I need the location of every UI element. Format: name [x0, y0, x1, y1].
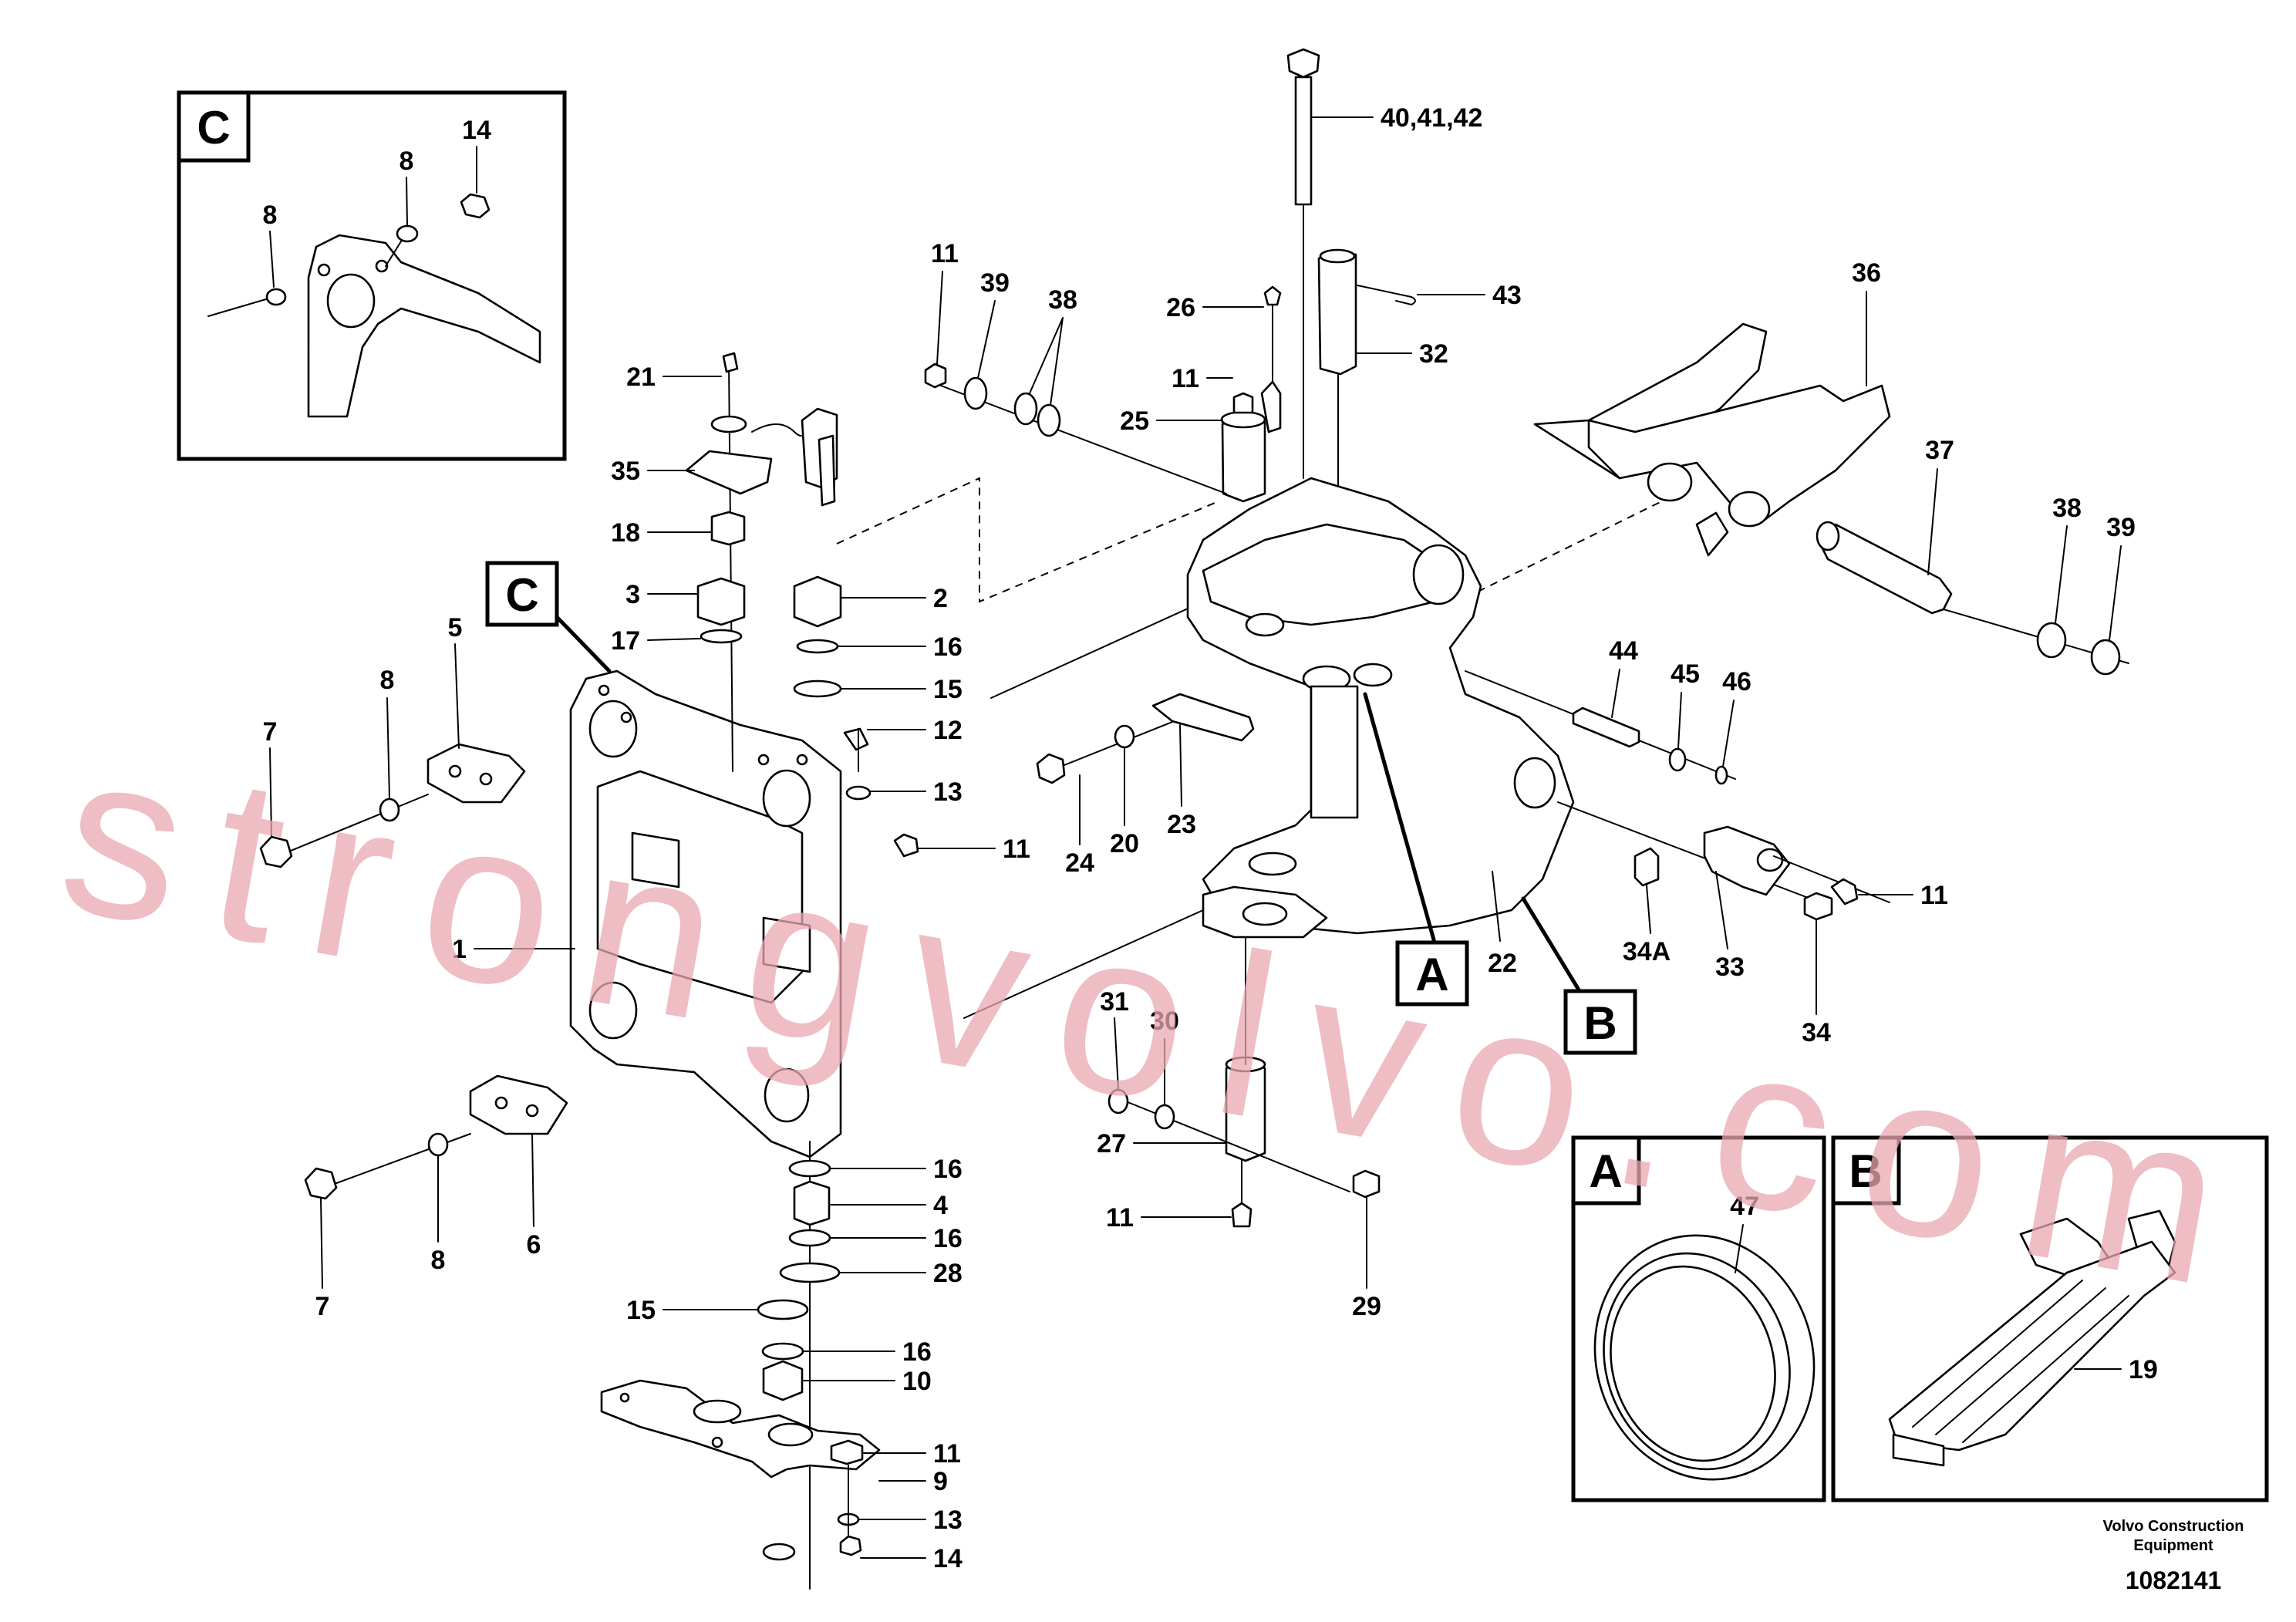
detail-box-b-letter: B: [1849, 1145, 1882, 1197]
callout-45: 45: [1671, 659, 1700, 689]
callout-11-pin-top: 11: [1172, 364, 1199, 393]
callout-32: 32: [1419, 339, 1448, 369]
callout-26: 26: [1166, 293, 1195, 322]
callout-5: 5: [448, 613, 463, 642]
callout-23: 23: [1167, 810, 1196, 839]
detail-box-b: B 19: [1831, 1135, 2269, 1502]
detail-a-pointer-letter: A: [1415, 949, 1448, 1000]
callout-36: 36: [1852, 258, 1881, 288]
callout-10: 10: [902, 1367, 932, 1396]
callout-22: 22: [1488, 949, 1517, 978]
detail-b-pointer-letter: B: [1583, 997, 1617, 1049]
callout-4: 4: [933, 1191, 948, 1220]
callout-13-lower: 13: [933, 1506, 963, 1535]
box-c-bracket-illustration: [207, 193, 541, 418]
callout-1: 1: [452, 935, 467, 964]
callout-34A: 34A: [1623, 937, 1671, 966]
callout-47: 47: [1730, 1192, 1759, 1221]
bushing-part-4: [793, 1180, 831, 1226]
callout-7-left-upper: 7: [263, 717, 278, 747]
callout-17: 17: [611, 626, 640, 656]
callout-44: 44: [1609, 636, 1638, 666]
callout-11-bar: 11: [933, 1439, 961, 1469]
callout-31: 31: [1100, 987, 1129, 1017]
detail-c-pointer-letter: C: [505, 569, 538, 621]
callout-18: 18: [611, 518, 640, 548]
pad-part-5: [426, 743, 526, 804]
axle-bar-part-9: [600, 1379, 881, 1479]
callout-6: 6: [527, 1230, 541, 1259]
diagram-number: 1082141: [2126, 1566, 2222, 1594]
callout-35: 35: [611, 457, 640, 486]
callout-9: 9: [933, 1467, 948, 1496]
callout-34: 34: [1802, 1018, 1831, 1047]
callout-43: 43: [1492, 281, 1522, 310]
detail-box-a: A 47: [1571, 1135, 1826, 1502]
callout-28: 28: [933, 1259, 963, 1288]
maker-name-line2: Equipment: [2133, 1537, 2213, 1554]
diagram-footer: Volvo Construction Equipment 1082141: [2103, 1518, 2244, 1594]
callout-8-left-upper: 8: [380, 666, 395, 695]
main-frame-assembly: 21 35 18 3 17 2 16 15 12 13 11 5 8 7 1 6…: [259, 352, 1030, 1590]
callout-39-right: 39: [2106, 513, 2136, 542]
callout-13-upper: 13: [933, 777, 963, 807]
callout-16-lower-b: 16: [933, 1224, 963, 1253]
callout-14-lower: 14: [933, 1544, 963, 1573]
clamp-part-35: [685, 450, 773, 495]
wear-strip-part-19: [1888, 1209, 2176, 1467]
callout-7-left-lower: 7: [315, 1292, 330, 1321]
bushing-part-2: [793, 575, 842, 628]
callout-46: 46: [1722, 667, 1752, 696]
maker-name-line1: Volvo Construction: [2103, 1518, 2244, 1535]
callout-11-right: 11: [1920, 881, 1948, 910]
callout-37: 37: [1925, 436, 1954, 465]
callout-38-right: 38: [2052, 494, 2082, 523]
callout-15-lower: 15: [626, 1296, 656, 1325]
callout-40-41-42: 40,41,42: [1381, 103, 1482, 133]
pad-part-6: [469, 1074, 568, 1135]
callout-21: 21: [626, 363, 656, 392]
callout-16-lower-a: 16: [933, 1155, 963, 1184]
detail-box-a-letter: A: [1589, 1145, 1622, 1197]
plate-part-23: [1151, 693, 1255, 742]
callout-11-pin-bottom: 11: [1106, 1203, 1134, 1233]
callout-16-upper: 16: [933, 632, 963, 662]
callout-11-washer-chain: 11: [931, 239, 959, 268]
callout-33: 33: [1715, 953, 1745, 982]
callout-30: 30: [1150, 1007, 1179, 1036]
callout-12: 12: [933, 716, 963, 745]
callout-29: 29: [1352, 1292, 1381, 1321]
callout-39-upper: 39: [980, 268, 1010, 298]
callout-8-box-c-left: 8: [263, 201, 278, 230]
callout-14-box-c: 14: [462, 116, 491, 145]
callout-20: 20: [1110, 829, 1139, 858]
detail-box-c-letter: C: [197, 102, 230, 153]
callout-24: 24: [1065, 848, 1094, 878]
callout-19: 19: [2129, 1355, 2158, 1384]
callout-25: 25: [1120, 406, 1149, 436]
watermark-text: strongvolvo.com: [46, 700, 2274, 1341]
swing-bracket-assembly: 40,41,42 43 32 26 11 25 11 39 38 36 37 3…: [836, 48, 2136, 1321]
callout-8-box-c-right: 8: [400, 147, 414, 176]
callout-2: 2: [933, 584, 948, 613]
callout-11-frame: 11: [1003, 835, 1030, 864]
seal-ring-part-47: [1593, 1234, 1816, 1481]
callout-16-lower-c: 16: [902, 1337, 932, 1367]
callout-8-left-lower: 8: [431, 1246, 446, 1275]
callout-15-upper: 15: [933, 675, 963, 704]
callout-3: 3: [625, 580, 640, 609]
detail-box-c: C 8 8 14: [177, 90, 567, 461]
callout-38-upper: 38: [1048, 285, 1077, 315]
callout-27: 27: [1097, 1129, 1126, 1158]
